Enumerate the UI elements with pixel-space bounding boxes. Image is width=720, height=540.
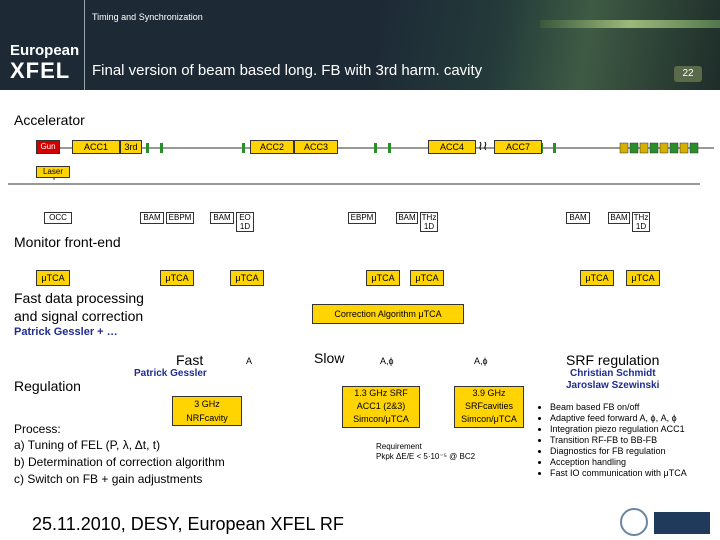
process-step-b: b) Determination of correction algorithm (14, 455, 225, 469)
laser-line-svg (8, 183, 700, 185)
dipole-marker (242, 143, 245, 153)
bam-monitor: BAM (210, 212, 234, 224)
utca-box: μTCA (410, 270, 444, 286)
undulator-segment (679, 142, 689, 154)
ebpm-monitor: EBPM (348, 212, 376, 224)
header-photo (380, 0, 720, 90)
dipole-marker (553, 143, 556, 153)
fast-author: Patrick Gessler (134, 368, 207, 379)
list-item: Beam based FB on/off (550, 402, 720, 413)
footer-text: 25.11.2010, DESY, European XFEL RF (32, 514, 344, 534)
list-item: Acception handling (550, 457, 720, 468)
eo-monitor: EO 1D (236, 212, 254, 232)
undulator-segment (689, 142, 699, 154)
requirement-label: Requirement (376, 442, 422, 451)
srf-3rd-harmonic-box: 3.9 GHz SRFcavities Simcon/μTCA (454, 386, 524, 428)
srf-acc1-box: 1.3 GHz SRF ACC1 (2&3) Simcon/μTCA (342, 386, 420, 428)
page-number: 22 (674, 66, 702, 82)
amplitude-phase-label: A,ϕ (380, 356, 394, 366)
dipole-marker (388, 143, 391, 153)
section-break-mark: ≀≀ (478, 138, 488, 153)
utca-box: μTCA (626, 270, 660, 286)
utca-box: μTCA (580, 270, 614, 286)
header-bar: Timing and Synchronization European XFEL… (0, 0, 720, 90)
srf-author-2: Jaroslaw Szewinski (566, 380, 660, 391)
utca-box: μTCA (366, 270, 400, 286)
ebpm-monitor: EBPM (166, 212, 194, 224)
correction-algorithm-box: Correction Algorithm μTCA (312, 304, 464, 324)
monitor-frontend-label: Monitor front-end (14, 234, 121, 250)
dipole-marker (374, 143, 377, 153)
utca-box: μTCA (230, 270, 264, 286)
process-title: Process: (14, 422, 61, 436)
list-item: Integration piezo regulation ACC1 (550, 424, 720, 435)
fast-data-label-1: Fast data processing (14, 290, 144, 306)
nrf-cavity-box: 3 GHz NRFcavity (172, 396, 242, 426)
partner-logo-icon (620, 508, 648, 536)
utca-box: μTCA (36, 270, 70, 286)
process-step-a: a) Tuning of FEL (P, λ, Δt, t) (14, 438, 161, 452)
undulator-segment (629, 142, 639, 154)
undulator-segment (669, 142, 679, 154)
list-item: Fast IO communication with μTCA (550, 468, 720, 479)
amplitude-symbol: A (246, 356, 253, 366)
beamline-svg (53, 142, 714, 180)
acc3-box: ACC3 (294, 140, 338, 154)
regulation-label: Regulation (14, 378, 81, 394)
logo-line1: European (10, 42, 80, 59)
third-harmonic-box: 3rd (120, 140, 142, 154)
slow-label: Slow (314, 350, 345, 366)
requirement-value: Pkpk ΔE/E < 5·10⁻⁵ @ BC2 (376, 452, 476, 461)
srf-bullet-list: Beam based FB on/off Adaptive feed forwa… (540, 402, 720, 479)
list-item: Transition RF-FB to BB-FB (550, 435, 720, 446)
list-item: Adaptive feed forward A, ϕ, A, ϕ (550, 413, 720, 424)
thz-monitor: THz 1D (420, 212, 438, 232)
fast-data-authors: Patrick Gessler + … (14, 326, 118, 338)
header-stripe (540, 20, 720, 28)
fast-label: Fast (176, 352, 204, 368)
occ-monitor: OCC (44, 212, 72, 224)
laser-box: Laser (36, 166, 70, 178)
header-divider (84, 0, 85, 90)
acc2-box: ACC2 (250, 140, 294, 154)
acc4-box: ACC4 (428, 140, 476, 154)
acc7-box: ACC7 (494, 140, 542, 154)
thz-monitor: THz 1D (632, 212, 650, 232)
dipole-marker (160, 143, 163, 153)
undulator-segment (619, 142, 629, 154)
bam-monitor: BAM (566, 212, 590, 224)
utca-box: μTCA (160, 270, 194, 286)
srf-regulation-title: SRF regulation (566, 352, 660, 368)
undulator-segment (659, 142, 669, 154)
bam-monitor: BAM (396, 212, 418, 224)
process-step-c: c) Switch on FB + gain adjustments (14, 472, 203, 486)
acc1-box: ACC1 (72, 140, 120, 154)
logo-line2: XFEL (10, 58, 71, 83)
bam-monitor: BAM (140, 212, 164, 224)
fast-data-label-2: and signal correction (14, 308, 144, 324)
header-subtitle: Timing and Synchronization (92, 12, 203, 22)
dipole-marker (146, 143, 149, 153)
accelerator-label: Accelerator (14, 112, 85, 128)
amplitude-phase-label: A,ϕ (474, 356, 488, 366)
undulator-segment (649, 142, 659, 154)
bam-monitor: BAM (608, 212, 630, 224)
page-title: Final version of beam based long. FB wit… (92, 62, 483, 79)
srf-author-1: Christian Schmidt (570, 368, 656, 379)
partner-logo-badge-icon (654, 512, 710, 534)
undulator-segment (639, 142, 649, 154)
list-item: Diagnostics for FB regulation (550, 446, 720, 457)
gun-box: Gun (36, 140, 60, 154)
